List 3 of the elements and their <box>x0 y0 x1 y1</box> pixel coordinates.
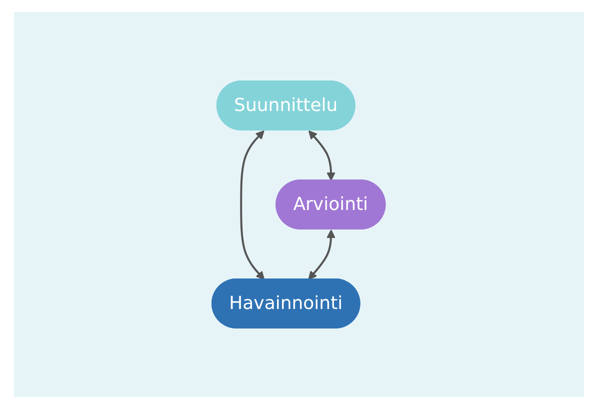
arrow <box>240 130 266 280</box>
arrow <box>308 230 336 280</box>
arrow <box>308 130 336 181</box>
